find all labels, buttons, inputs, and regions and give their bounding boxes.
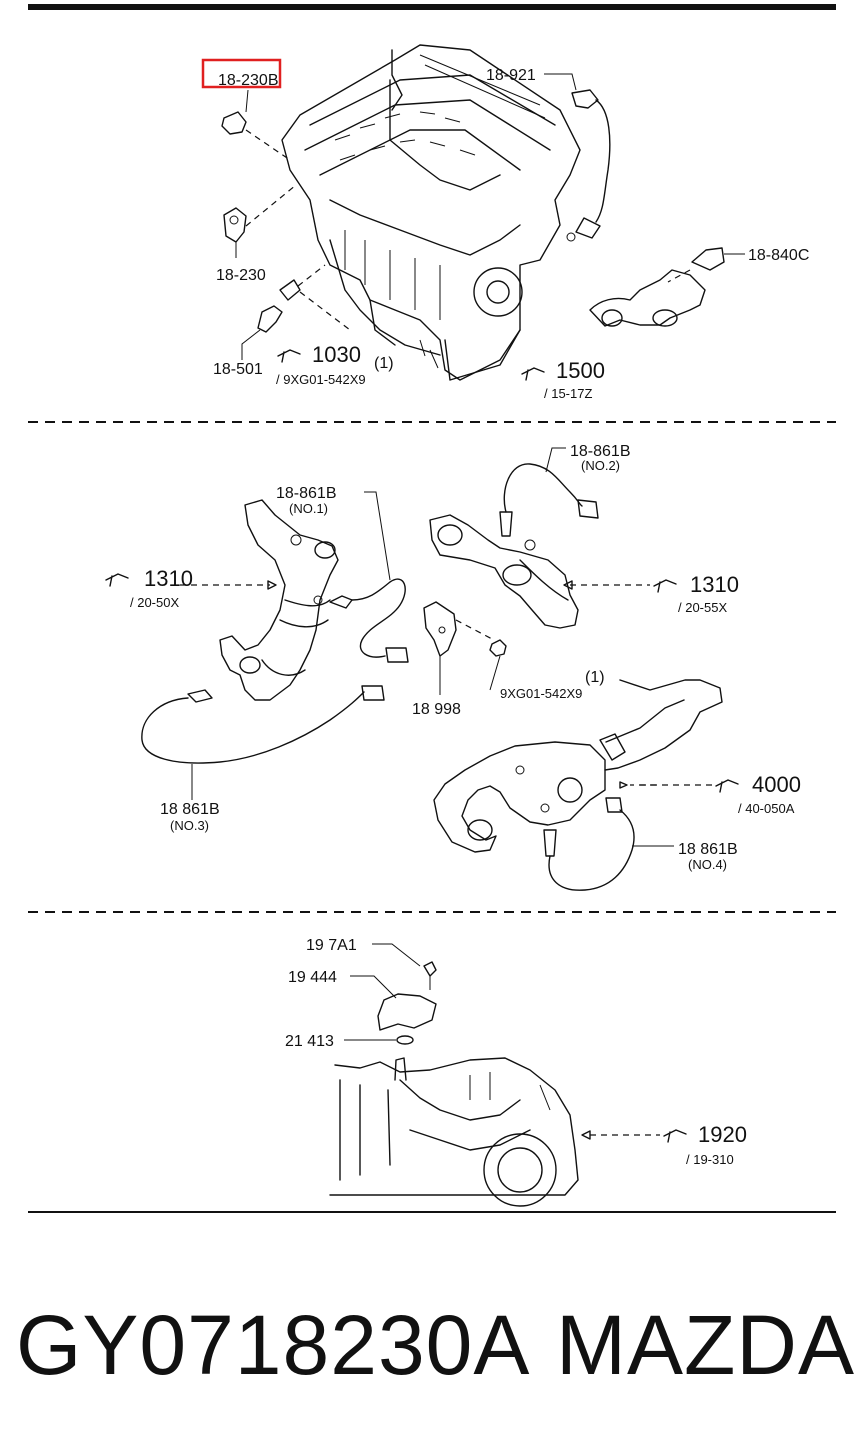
label-18-501: 18-501 <box>213 361 263 378</box>
label-o2-no1-sub: (NO.1) <box>289 501 328 516</box>
svg-text:1500: 1500 <box>556 358 605 383</box>
sensor-18-230B <box>221 89 291 161</box>
label-19-444: 19 444 <box>288 969 337 986</box>
label-o2-no2: 18-861B <box>570 443 631 460</box>
parts-diagram: 18-230B 18-921 18-230 18-501 18-840C 103… <box>28 4 836 1213</box>
exhaust-manifold-right <box>429 514 579 629</box>
nut <box>489 639 507 657</box>
label-o2-no1: 18-861B <box>276 485 337 502</box>
label-o2-no3: 18 861B <box>160 801 220 818</box>
o2-sensor-no2 <box>499 447 599 537</box>
label-18-230B: 18-230B <box>218 72 279 89</box>
torque-1310-left: 1310 / 20-50X <box>105 566 193 610</box>
footer: GY0718230A MAZDA <box>0 1290 864 1410</box>
o-ring <box>396 1035 414 1045</box>
svg-text:1920: 1920 <box>698 1122 747 1147</box>
torque-1500: 1500 / 15-17Z <box>521 358 605 401</box>
svg-text:/ 20-50X: / 20-50X <box>130 595 179 610</box>
label-nut-part: 9XG01-542X9 <box>500 686 582 701</box>
wrench-icon <box>715 779 739 793</box>
label-o2-no4-sub: (NO.4) <box>688 857 727 872</box>
wrench-icon <box>653 579 677 593</box>
o2-sensor-no3 <box>141 685 385 800</box>
label-o2-no3-sub: (NO.3) <box>170 818 209 833</box>
sensor-18-230 <box>223 184 297 258</box>
label-o2-no4: 18 861B <box>678 841 738 858</box>
svg-text:/ 15-17Z: / 15-17Z <box>544 386 592 401</box>
wrench-icon <box>277 349 301 363</box>
torque-1920: 1920 / 19-310 <box>663 1122 747 1167</box>
svg-text:1030: 1030 <box>312 342 361 367</box>
front-pipe-catalyst <box>433 679 723 853</box>
engine-illustration <box>281 44 581 381</box>
o2-sensor-no1 <box>329 491 409 663</box>
transmission-case <box>329 1057 579 1207</box>
label-19-7A1: 19 7A1 <box>306 937 357 954</box>
brand-name: MAZDA <box>556 1298 855 1392</box>
wrench-icon <box>105 573 129 587</box>
svg-text:1310: 1310 <box>144 566 193 591</box>
torque-4000: 4000 / 40-050A <box>715 772 801 816</box>
wrench-icon <box>521 367 545 381</box>
part-number: GY0718230A <box>16 1298 531 1392</box>
svg-text:/ 19-310: / 19-310 <box>686 1152 734 1167</box>
label-18-921: 18-921 <box>486 67 536 84</box>
svg-text:4000: 4000 <box>752 772 801 797</box>
thermostat-housing <box>589 247 745 327</box>
svg-text:/ 9XG01-542X9: / 9XG01-542X9 <box>276 372 366 387</box>
o2-sensor-no4 <box>543 797 674 891</box>
svg-text:(1): (1) <box>374 355 394 372</box>
torque-1310-right: 1310 / 20-55X <box>653 572 739 615</box>
highlight-box <box>201 58 282 89</box>
wrench-icon <box>663 1129 687 1143</box>
cable-18-921 <box>566 89 611 242</box>
label-o2-no2-sub: (NO.2) <box>581 458 620 473</box>
svg-text:1310: 1310 <box>690 572 739 597</box>
label-18-998: 18 998 <box>412 701 461 718</box>
neutral-switch-group <box>344 943 437 1045</box>
label-nut-qty: (1) <box>585 669 605 686</box>
label-18-230: 18-230 <box>216 267 266 284</box>
label-21-413: 21 413 <box>285 1033 334 1050</box>
exhaust-manifold-left <box>219 499 339 701</box>
svg-text:/ 40-050A: / 40-050A <box>738 801 795 816</box>
bracket-18-998 <box>423 601 507 695</box>
sensor-18-501 <box>241 264 351 360</box>
label-18-840C: 18-840C <box>748 247 809 264</box>
svg-text:/ 20-55X: / 20-55X <box>678 600 727 615</box>
pulley <box>473 267 523 317</box>
torque-1030: 1030 (1) / 9XG01-542X9 <box>276 342 394 387</box>
